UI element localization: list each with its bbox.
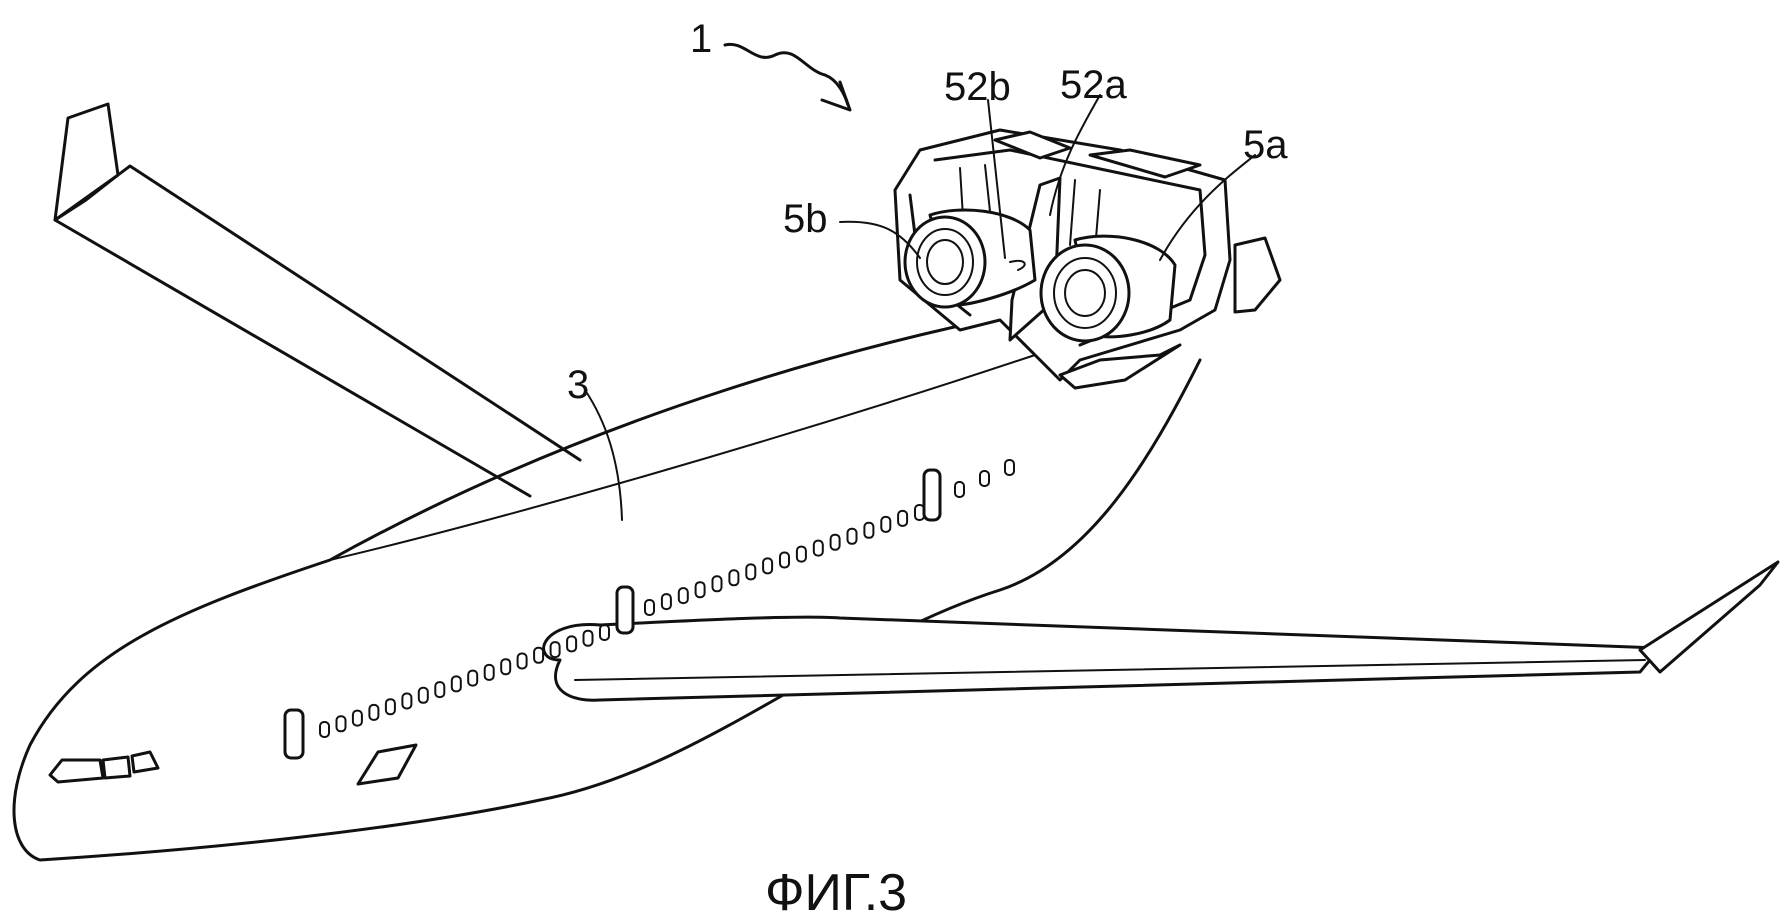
label-5a: 5a xyxy=(1243,123,1288,167)
door-2 xyxy=(615,585,635,635)
engine-a xyxy=(1039,234,1177,343)
cargo-door xyxy=(356,743,418,786)
door-3 xyxy=(922,468,942,522)
window xyxy=(319,721,330,738)
window xyxy=(549,641,561,659)
window xyxy=(450,675,462,693)
window xyxy=(711,575,723,593)
window xyxy=(745,563,757,581)
window xyxy=(795,545,807,563)
engine-b xyxy=(903,208,1037,309)
figure-caption: ФИГ.3 xyxy=(765,864,907,922)
window xyxy=(762,557,774,575)
fuselage xyxy=(12,308,1202,862)
window xyxy=(500,658,512,676)
window xyxy=(417,686,429,704)
window xyxy=(467,669,479,687)
window xyxy=(829,533,841,551)
window xyxy=(335,715,347,733)
window xyxy=(401,692,413,710)
window xyxy=(694,581,706,599)
window xyxy=(384,698,396,716)
window xyxy=(779,551,790,569)
label-52a: 52a xyxy=(1060,63,1127,107)
window xyxy=(914,504,925,521)
left-wing xyxy=(53,102,582,498)
label-52b: 52b xyxy=(944,65,1011,109)
window xyxy=(863,521,875,539)
doors xyxy=(283,468,942,786)
window xyxy=(728,569,740,587)
right-wing xyxy=(542,560,1780,702)
window xyxy=(599,624,610,641)
window xyxy=(582,629,594,647)
window xyxy=(979,470,990,487)
window xyxy=(846,527,858,545)
window xyxy=(897,509,909,527)
label-5b: 5b xyxy=(783,197,828,241)
window xyxy=(880,515,892,533)
window xyxy=(368,703,380,721)
reference-labels: 1 3 5b 52b 52a 5a xyxy=(567,17,1288,407)
window xyxy=(566,635,578,653)
passenger-windows xyxy=(319,459,1015,738)
window xyxy=(351,709,363,727)
window xyxy=(677,587,689,605)
cockpit-windows xyxy=(48,750,160,784)
leader-lines xyxy=(584,42,1256,521)
window xyxy=(533,646,545,664)
window xyxy=(644,599,655,616)
window xyxy=(660,593,672,611)
window xyxy=(954,481,965,498)
window xyxy=(1004,459,1015,476)
label-3: 3 xyxy=(567,363,589,407)
door-1 xyxy=(283,708,305,760)
window xyxy=(812,539,824,557)
window xyxy=(516,652,528,670)
window xyxy=(434,681,446,699)
label-1: 1 xyxy=(690,17,712,61)
window xyxy=(483,663,495,681)
